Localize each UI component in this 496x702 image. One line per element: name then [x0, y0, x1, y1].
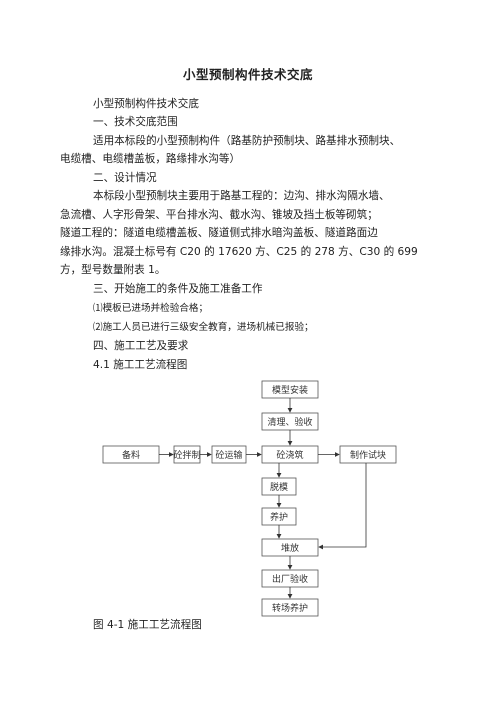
section-heading-4: 四、施工工艺及要求 [93, 340, 189, 352]
list-item: ⑴模板已进场并检验合格； [93, 303, 209, 314]
figure-caption: 图 4-1 施工工艺流程图 [93, 619, 202, 631]
section-heading-1: 一、技术交底范围 [93, 116, 178, 128]
label-yard-curing: 转场养护 [272, 602, 308, 614]
label-acceptance: 出厂验收 [272, 573, 308, 585]
paragraph-line: 电缆槽、电缆槽盖板，路缘排水沟等） [60, 153, 241, 165]
section-heading-2: 二、设计情况 [93, 172, 157, 184]
paragraph-line: 适用本标段的小型预制构件（路基防护预制块、路基排水预制块、 [93, 135, 401, 147]
label-transport: 砼运输 [215, 449, 242, 461]
label-demold: 脱模 [270, 481, 288, 493]
label-stacking: 堆放 [281, 542, 299, 554]
label-clean: 清理、验收 [267, 416, 312, 428]
paragraph-line: 缘排水沟。混凝土标号有 C20 的 17620 方、C25 的 278 方、C3… [60, 246, 418, 258]
label-material: 备料 [122, 449, 140, 461]
label-curing: 养护 [270, 511, 288, 523]
label-mixing: 砼拌制 [173, 449, 200, 461]
paragraph-line: 隧道工程的：隧道电缆槽盖板、隧道侧式排水暗沟盖板、隧道路面边 [60, 227, 378, 239]
list-item: ⑵施工人员已进行三级安全教育，进场机械已报验； [93, 322, 314, 333]
subtitle-line: 小型预制构件技术交底 [93, 98, 199, 110]
paragraph-line: 本标段小型预制块主要用于路基工程的：边沟、排水沟隔水墙、 [93, 190, 390, 202]
document-title: 小型预制构件技术交底 [182, 67, 313, 82]
node-yard-curing [261, 598, 319, 617]
label-specimen: 制作试块 [350, 449, 386, 461]
label-mold: 模型安装 [272, 384, 308, 396]
arrow-specimen-stacking [318, 463, 367, 550]
section-heading-3: 三、开始施工的条件及施工准备工作 [93, 283, 263, 295]
subsection-heading: 4.1 施工工艺流程图 [93, 359, 188, 371]
paragraph-line: 急流槽、人字形骨架、平台排水沟、截水沟、锥坡及挡土板等砌筑； [60, 209, 378, 221]
label-pouring: 砼浇筑 [276, 449, 303, 461]
paragraph-line: 方，型号数量附表 1。 [60, 264, 166, 276]
node-specimen [339, 445, 397, 464]
